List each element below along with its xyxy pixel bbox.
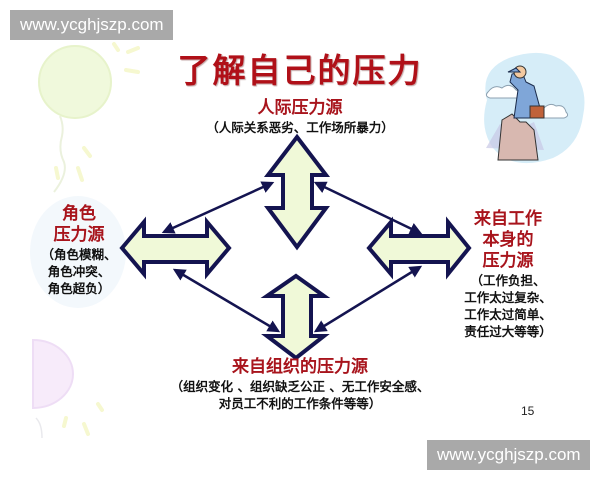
- connector-top-left: [161, 181, 275, 234]
- connector-right-bottom: [313, 265, 423, 333]
- organization-detail-line: （组织变化 、组织缺乏公正 、无工作安全感、: [170, 379, 430, 394]
- organization-heading: 来自组织的压力源: [232, 357, 368, 377]
- left-double-arrow: [119, 216, 232, 280]
- job-detail-line: （工作负担、: [470, 273, 546, 288]
- green-balloon-icon: [38, 42, 140, 193]
- job-heading-line: 来自工作: [474, 209, 542, 229]
- top-double-arrow: [263, 133, 331, 251]
- job-detail-line: 工作太过简单、: [464, 307, 552, 322]
- role-heading-line: 角色: [62, 204, 96, 224]
- page-number: 15: [521, 404, 535, 418]
- organization-stress-block: 来自组织的压力源 （组织变化 、组织缺乏公正 、无工作安全感、 对员工不利的工作…: [140, 357, 460, 412]
- organization-detail-line: 对员工不利的工作条件等等）: [218, 396, 382, 411]
- bottom-double-arrow: [260, 273, 331, 361]
- connector-top-right: [313, 181, 423, 235]
- glow-shape: [30, 196, 126, 308]
- watermark-bottom: www.ycghjszp.com: [427, 440, 590, 470]
- interpersonal-detail: （人际关系恶劣、工作场所暴力）: [206, 120, 394, 135]
- job-heading-line: 压力源: [482, 251, 534, 271]
- role-stress-block: 角色 压力源 （角色模糊、 角色冲突、 角色超负）: [36, 204, 122, 297]
- connector-left-bottom: [172, 268, 281, 333]
- role-detail-line: （角色模糊、: [41, 247, 117, 262]
- job-detail-line: 工作太过复杂、: [464, 290, 552, 305]
- interpersonal-stress-block: 人际压力源 （人际关系恶劣、工作场所暴力）: [180, 98, 420, 136]
- role-detail-line: 角色冲突、: [47, 264, 111, 279]
- job-detail-line: 责任过大等等）: [464, 324, 552, 339]
- watermark-top: www.ycghjszp.com: [10, 10, 173, 40]
- role-detail-line: 角色超负）: [47, 281, 111, 296]
- role-heading-line: 压力源: [53, 225, 105, 245]
- job-stress-block: 来自工作 本身的 压力源 （工作负担、 工作太过复杂、 工作太过简单、 责任过大…: [448, 209, 568, 340]
- slide-title: 了解自己的压力: [177, 51, 423, 90]
- purple-balloon-icon: [32, 338, 104, 439]
- interpersonal-heading: 人际压力源: [257, 98, 343, 118]
- job-heading-line: 本身的: [482, 230, 534, 250]
- businessman-on-mountain-icon: [484, 52, 585, 164]
